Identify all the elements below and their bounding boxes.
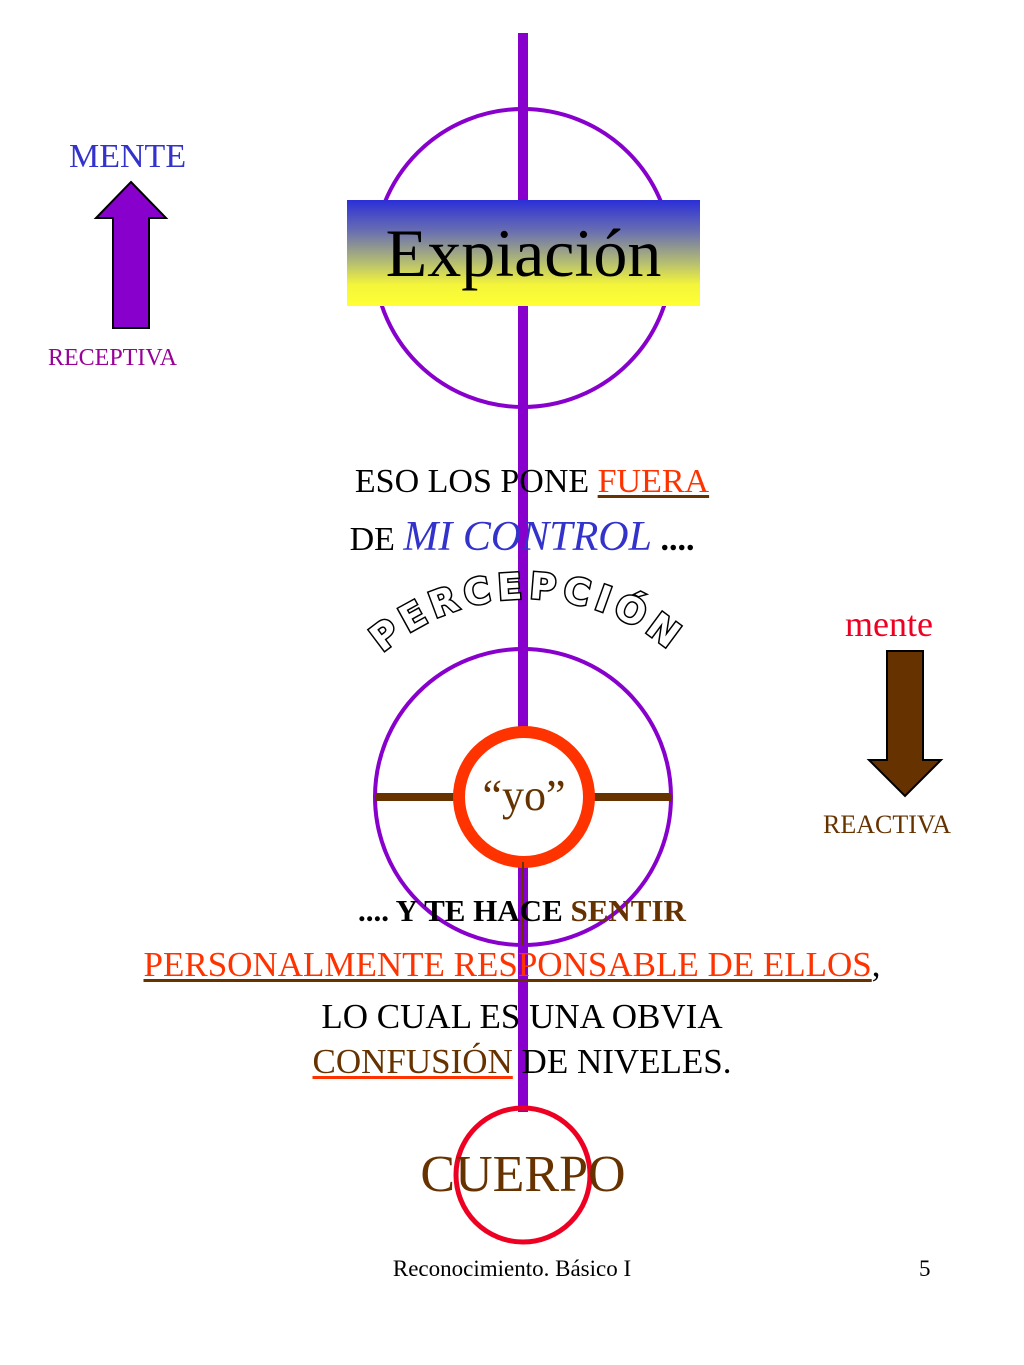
- statement1-line2-suffix: ....: [651, 521, 695, 558]
- mente-top-label: MENTE: [69, 138, 187, 175]
- up-arrow-icon: [93, 180, 169, 329]
- responsable-highlight: PERSONALMENTE RESPONSABLE DE ELLOS: [143, 945, 872, 984]
- fuera-highlight: FUERA: [597, 463, 710, 500]
- down-arrow-icon: [866, 650, 944, 798]
- footer-title: Reconocimiento. Básico I: [392, 1256, 632, 1281]
- confusion-highlight: CONFUSIÓN: [312, 1042, 513, 1081]
- statement1-line2-prefix: DE: [349, 521, 404, 558]
- statement1-line1: ESO LOS PONE FUERA: [272, 463, 792, 501]
- footer-page-number: 5: [919, 1256, 931, 1281]
- statement2-line2: PERSONALMENTE RESPONSABLE DE ELLOS,: [72, 945, 952, 985]
- expiacion-label: Expiación: [385, 214, 662, 291]
- cuerpo-label: CUERPO: [420, 1146, 626, 1203]
- statement2-line3: LO CUAL ES UNA OBVIA: [321, 997, 723, 1036]
- statement2-line4: CONFUSIÓN DE NIVELES.: [222, 1042, 822, 1082]
- reactiva-label: REACTIVA: [823, 810, 952, 839]
- receptiva-label: RECEPTIVA: [48, 345, 177, 371]
- mi-control-highlight: MI CONTROL: [403, 514, 652, 560]
- mente-right-label: mente: [845, 604, 933, 644]
- sentir-highlight: SENTIR: [570, 893, 686, 928]
- statement2-line1: .... Y TE HACE SENTIR: [222, 893, 822, 929]
- statement2-line1-prefix: .... Y TE HACE: [358, 893, 571, 928]
- yo-label: “yo”: [482, 771, 566, 820]
- statement1-line2: DE MI CONTROL ....: [262, 513, 782, 561]
- statement2-line4-suffix: DE NIVELES.: [512, 1042, 732, 1081]
- expiacion-box: Expiación: [347, 200, 700, 306]
- cuerpo-circle: [453, 1105, 593, 1245]
- statement1-line1-prefix: ESO LOS PONE: [354, 463, 598, 500]
- statement2-line2-suffix: ,: [871, 945, 881, 984]
